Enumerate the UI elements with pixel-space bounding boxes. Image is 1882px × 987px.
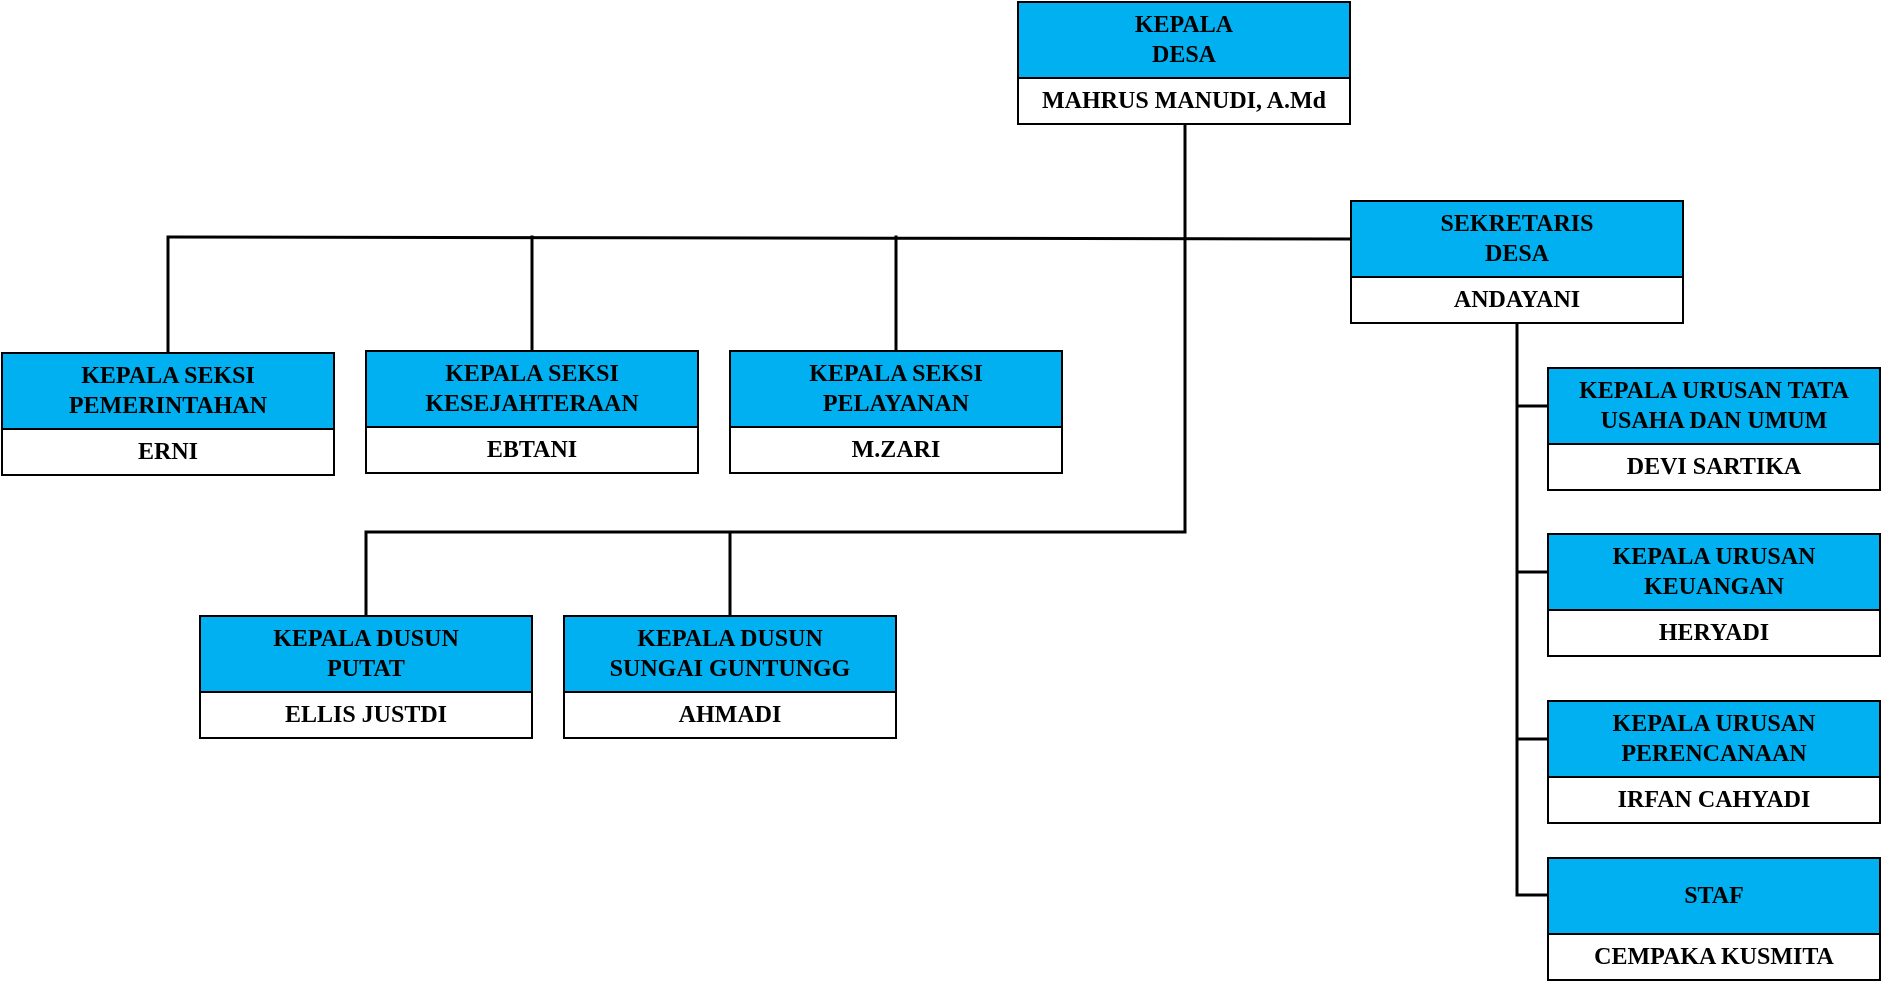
title-line-1: KEPALA SEKSI [445,361,619,387]
node-title: KEPALA DUSUN SUNGAI GUNTUNGG [565,617,895,693]
title-line-1: KEPALA URUSAN TATA [1579,378,1849,404]
title-line-2: PERENCANAAN [1621,741,1807,767]
title-line-1: KEPALA SEKSI [809,361,983,387]
title-line-2: USAHA DAN UMUM [1600,408,1828,434]
person-name: M.ZARI [851,436,941,463]
person-name: MAHRUS MANUDI, A.Md [1042,87,1326,114]
title-line-1: KEPALA DUSUN [637,626,823,652]
node-title: KEPALA DUSUN PUTAT [201,617,531,693]
node-urusan-tata-usaha: KEPALA URUSAN TATA USAHA DAN UMUM DEVI S… [1547,367,1881,491]
title-line-1: SEKRETARIS [1440,211,1594,237]
node-seksi-pemerintahan: KEPALA SEKSI PEMERINTAHAN ERNI [1,352,335,476]
person-name: DEVI SARTIKA [1626,453,1802,480]
title-line-2: SUNGAI GUNTUNGG [609,656,851,682]
title-line-2: PEMERINTAHAN [68,393,268,419]
person-name: AHMADI [678,701,782,728]
node-title: KEPALA URUSAN PERENCANAAN [1549,702,1879,778]
title-line-2: PELAYANAN [822,391,970,417]
person-name: ANDAYANI [1453,286,1581,313]
node-title: KEPALA SEKSI PELAYANAN [731,352,1061,428]
person-name: ERNI [137,438,198,465]
node-dusun-sungai-guntungg: KEPALA DUSUN SUNGAI GUNTUNGG AHMADI [563,615,897,739]
connector-seksi-bus [166,235,1352,241]
title-line-1: KEPALA URUSAN [1612,711,1816,737]
node-seksi-kesejahteraan: KEPALA SEKSI KESEJAHTERAAN EBTANI [365,350,699,474]
node-kepala-desa: KEPALA DESA MAHRUS MANUDI, A.Md [1017,1,1351,125]
person-name: EBTANI [486,436,578,463]
person-name: HERYADI [1658,619,1770,646]
node-title: KEPALA SEKSI PEMERINTAHAN [3,354,333,430]
node-urusan-keuangan: KEPALA URUSAN KEUANGAN HERYADI [1547,533,1881,657]
node-seksi-pelayanan: KEPALA SEKSI PELAYANAN M.ZARI [729,350,1063,474]
node-title: KEPALA URUSAN KEUANGAN [1549,535,1879,611]
person-name: CEMPAKA KUSMITA [1594,943,1834,970]
title-line-2: KESEJAHTERAAN [425,391,639,417]
person-name: IRFAN CAHYADI [1617,786,1811,813]
node-urusan-perencanaan: KEPALA URUSAN PERENCANAAN IRFAN CAHYADI [1547,700,1881,824]
title-line-2: KEUANGAN [1643,574,1784,600]
title-line-2: DESA [1484,241,1550,267]
title-line-1: STAF [1684,883,1744,909]
title-line-2: DESA [1151,42,1217,68]
node-dusun-putat: KEPALA DUSUN PUTAT ELLIS JUSTDI [199,615,533,739]
node-title: SEKRETARIS DESA [1352,202,1682,278]
node-staf: STAF CEMPAKA KUSMITA [1547,857,1881,981]
title-line-1: KEPALA URUSAN [1612,544,1816,570]
node-title: KEPALA URUSAN TATA USAHA DAN UMUM [1549,369,1879,445]
title-line-1: KEPALA [1134,12,1234,38]
node-sekretaris-desa: SEKRETARIS DESA ANDAYANI [1350,200,1684,324]
title-line-2: PUTAT [327,656,405,682]
node-title: STAF [1549,859,1879,935]
person-name: ELLIS JUSTDI [284,701,448,728]
title-line-1: KEPALA SEKSI [81,363,255,389]
node-title: KEPALA DESA [1019,3,1349,79]
title-line-1: KEPALA DUSUN [273,626,459,652]
node-title: KEPALA SEKSI KESEJAHTERAAN [367,352,697,428]
